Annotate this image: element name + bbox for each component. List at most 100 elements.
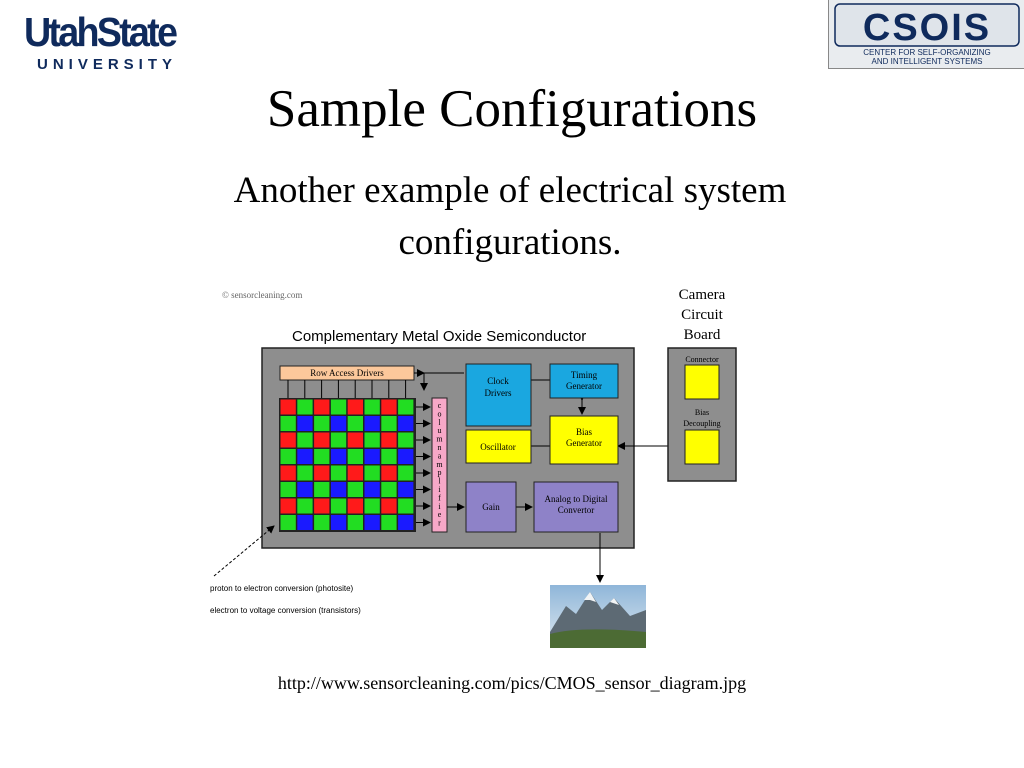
csois-logo-line1: CENTER FOR SELF-ORGANIZING: [863, 48, 991, 57]
column-amplifier-letter: c: [438, 401, 442, 410]
bias-gen-label-2: Generator: [566, 438, 602, 448]
column-amplifier-letter: l: [438, 477, 441, 486]
csois-logo-name: CSOIS: [863, 7, 991, 49]
pixel-cell: [364, 515, 380, 530]
pixel-cell: [314, 498, 330, 514]
csois-logo-line2: AND INTELLIGENT SYSTEMS: [872, 57, 983, 66]
mountain-photo: [550, 585, 646, 648]
slide-subtitle-line1: Another example of electrical system: [233, 170, 787, 211]
row-access-label: Row Access Drivers: [310, 368, 384, 378]
pixel-cell: [347, 416, 363, 431]
pixel-cell: [330, 465, 347, 481]
pixel-cell: [297, 399, 313, 415]
pixel-cell: [381, 482, 397, 497]
pixel-cell: [347, 482, 363, 497]
column-amplifier-letter: m: [436, 460, 443, 469]
pixel-cell: [398, 498, 414, 514]
pixel-cell: [297, 515, 313, 530]
bias-generator-block: [549, 415, 619, 465]
pixel-cell: [347, 432, 363, 448]
pixel-cell: [330, 482, 347, 497]
board-title-1: Camera: [679, 287, 726, 303]
csois-logo: CSOIS CENTER FOR SELF-ORGANIZING AND INT…: [828, 0, 1024, 69]
pixel-cell: [314, 399, 330, 415]
pixel-cell: [297, 465, 313, 481]
connector-block: [684, 364, 720, 400]
pixel-cell: [364, 498, 380, 514]
column-amplifier-letter: i: [438, 502, 441, 511]
board-title-2: Circuit: [681, 307, 723, 323]
photo-snowcaps: [584, 592, 619, 605]
pixel-cell: [398, 432, 414, 448]
column-amplifier: [431, 397, 448, 533]
cmos-diagram-svg: © sensorcleaning.com Complementary Metal…: [210, 287, 737, 648]
pixel-cell: [314, 515, 330, 530]
column-amplifier-letter: n: [438, 443, 442, 452]
pixel-cell: [398, 449, 414, 464]
column-amplifier-letter: r: [438, 519, 441, 528]
column-amplifier-letter: e: [438, 510, 442, 519]
pixel-cell: [398, 482, 414, 497]
pixel-cell: [398, 515, 414, 530]
pixel-cell: [330, 432, 347, 448]
pixel-cell: [398, 416, 414, 431]
pixel-cell: [330, 515, 347, 530]
pixel-cell: [280, 416, 296, 431]
pixel-cell: [297, 482, 313, 497]
pixel-cell: [381, 416, 397, 431]
pixel-cell: [347, 449, 363, 464]
pixel-cell: [364, 482, 380, 497]
pixel-cell: [381, 399, 397, 415]
pixel-cell: [381, 449, 397, 464]
photo-forest: [550, 629, 646, 648]
pixel-cell: [330, 399, 347, 415]
pixel-cell: [364, 399, 380, 415]
pixel-cell: [314, 482, 330, 497]
timing-label-1: Timing: [571, 370, 598, 380]
pixel-cell: [297, 449, 313, 464]
adc-label-2: Convertor: [558, 505, 595, 515]
pixel-cell: [280, 498, 296, 514]
timing-label-2: Generator: [566, 381, 602, 391]
source-url: http://www.sensorcleaning.com/pics/CMOS_…: [277, 673, 747, 693]
pixel-cell: [381, 465, 397, 481]
chip-title: Complementary Metal Oxide Semiconductor: [292, 328, 586, 345]
pixel-cell: [347, 498, 363, 514]
clock-label-2: Drivers: [485, 388, 512, 398]
pixel-cell: [364, 465, 380, 481]
usu-logo-wordmark: UtahState: [23, 9, 178, 55]
csois-logo-graphic: CSOIS CENTER FOR SELF-ORGANIZING AND INT…: [834, 3, 1020, 66]
clock-drivers-block: [465, 363, 532, 427]
bias-dec-label-1: Bias: [695, 408, 709, 417]
timing-generator-block: [549, 363, 619, 399]
pixel-cell: [280, 449, 296, 464]
adc-label-1: Analog to Digital: [545, 494, 608, 504]
pixel-cell: [398, 399, 414, 415]
pixel-cell: [280, 432, 296, 448]
pixel-cell: [381, 498, 397, 514]
pixel-cell: [364, 449, 380, 464]
column-amplifier-letter: f: [438, 493, 441, 502]
pixel-cell: [381, 515, 397, 530]
slide-title: Sample Configurations: [266, 80, 758, 138]
connector-label: Connector: [685, 355, 719, 364]
column-amplifier-letter: p: [438, 468, 442, 477]
pixel-cell: [314, 416, 330, 431]
gain-label: Gain: [482, 502, 500, 512]
column-amplifier-letter: l: [438, 418, 441, 427]
bias-dec-label-2: Decoupling: [683, 419, 720, 428]
slide-subtitle: Another example of electrical system con…: [160, 165, 860, 269]
bias-decoupling-block: [684, 429, 720, 465]
pixel-cell: [314, 465, 330, 481]
pixel-cell: [364, 416, 380, 431]
pixel-cell: [280, 399, 296, 415]
bias-gen-label-1: Bias: [576, 427, 592, 437]
pixel-cell: [297, 432, 313, 448]
pixel-cell: [280, 482, 296, 497]
usu-logo: UtahState UNIVERSITY: [14, 9, 200, 73]
pixel-cell: [280, 515, 296, 530]
cmos-diagram: © sensorcleaning.com Complementary Metal…: [200, 280, 760, 660]
pixel-cell: [364, 432, 380, 448]
row-driver-ticks: [287, 380, 407, 398]
